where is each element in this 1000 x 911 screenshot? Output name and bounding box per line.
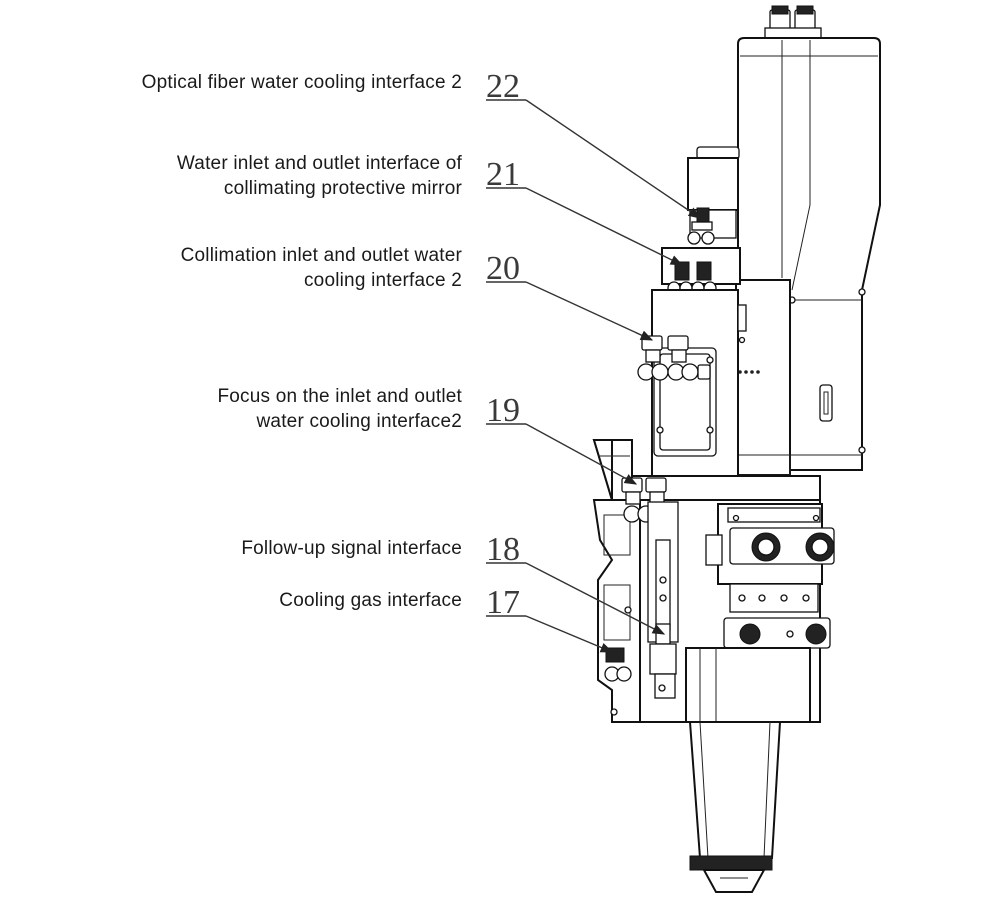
callout-numbers: 22 21 20 19 18 17: [486, 68, 520, 621]
callout-label-21-line-1: Water inlet and outlet interface of: [177, 153, 463, 174]
callout-label-21-line-2: collimating protective mirror: [224, 178, 463, 199]
callout-label-19-line-1: Focus on the inlet and outlet: [217, 386, 462, 407]
upper-housing: [737, 37, 881, 471]
callout-label-18: Follow-up signal interface: [241, 538, 462, 559]
callout-number-20: 20: [486, 250, 520, 287]
callout-label-22: Optical fiber water cooling interface 2: [142, 72, 462, 93]
nozzle-assembly: [688, 721, 782, 893]
callout-number-18: 18: [486, 531, 520, 568]
cutting-head-drawing: [592, 5, 881, 893]
collimation-cooling-fittings-20: [637, 335, 711, 381]
callout-number-19: 19: [486, 392, 520, 429]
callout-number-21: 21: [486, 156, 520, 193]
callout-label-17: Cooling gas interface: [279, 590, 462, 611]
top-fiber-connectors: [764, 5, 822, 39]
callout-label-20-line-1: Collimation inlet and outlet water: [181, 245, 463, 266]
follow-up-signal-fitting-18: [649, 623, 677, 699]
callout-labels: Optical fiber water cooling interface 2 …: [142, 72, 463, 611]
callout-label-20-line-2: cooling interface 2: [304, 270, 462, 291]
callout-leaders: [486, 99, 702, 653]
callout-number-22: 22: [486, 68, 520, 105]
callout-number-17: 17: [486, 584, 520, 621]
fiber-cooling-fitting-22: [687, 207, 715, 245]
cooling-gas-fitting-17: [604, 647, 632, 682]
callout-label-19-line-2: water cooling interface2: [256, 411, 462, 432]
